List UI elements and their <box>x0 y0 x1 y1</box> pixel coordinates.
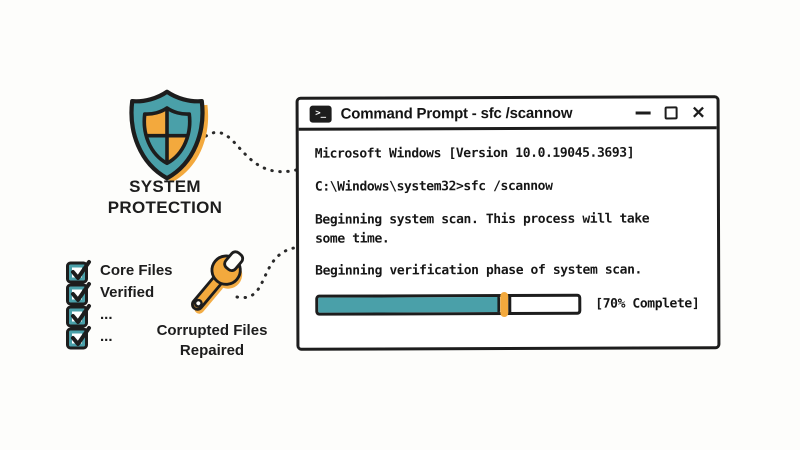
shield-label: SYSTEM PROTECTION <box>85 176 245 218</box>
command-prompt-icon: >_ <box>309 105 332 123</box>
terminal-prompt-line: C:\Windows\system32>sfc /scannow <box>314 178 553 195</box>
wrench-label: Corrupted Files Repaired <box>137 321 287 361</box>
progress-bar <box>315 291 582 318</box>
wrench-label-line2: Repaired <box>179 342 245 359</box>
minimize-button[interactable] <box>635 111 651 115</box>
close-button[interactable]: ✕ <box>691 102 706 122</box>
shield-icon <box>129 89 209 182</box>
checkbox-checked-icon[interactable] <box>66 281 91 305</box>
shield-label-line1: SYSTEM <box>129 177 201 196</box>
terminal-scan-notice: Beginning system scan. This process will… <box>314 211 650 247</box>
terminal-output: Microsoft Windows [Version 10.0.19045.36… <box>299 129 718 318</box>
maximize-button[interactable] <box>664 105 678 119</box>
checklist-item-label: ... <box>100 306 113 323</box>
wrench-label-line1: Corrupted Files <box>156 322 268 339</box>
titlebar: >_ Command Prompt - sfc /scannow ✕ <box>298 98 717 131</box>
checkbox-checked-icon[interactable] <box>66 259 91 283</box>
window-controls: ✕ <box>635 102 706 122</box>
minimize-icon <box>635 111 651 115</box>
progress-cap-edge <box>508 296 512 312</box>
progress-fill <box>318 297 501 313</box>
checklist-row-ellipsis-1: ... <box>66 303 173 327</box>
terminal-verification-line: Beginning verification phase of system s… <box>315 262 642 279</box>
terminal-version-line: Microsoft Windows [Version 10.0.19045.36… <box>314 145 635 162</box>
progress-label: [70% Complete] <box>595 296 700 312</box>
command-prompt-window: >_ Command Prompt - sfc /scannow ✕ Micro… <box>295 95 721 351</box>
checkbox-checked-icon[interactable] <box>66 303 91 327</box>
checkbox-checked-icon[interactable] <box>66 325 91 349</box>
checklist-row-core-files: Core Files <box>66 259 173 283</box>
checklist-row-verified: Verified <box>66 281 173 305</box>
checklist-row-ellipsis-2: ... <box>66 325 173 349</box>
checklist-item-label: ... <box>100 328 113 345</box>
wrench-icon <box>191 250 245 314</box>
checklist: Core Files Verified ... ... <box>66 259 173 349</box>
progress-cap <box>500 291 509 318</box>
progress-row: [70% Complete] <box>315 291 701 318</box>
shield-label-line2: PROTECTION <box>107 198 223 217</box>
checklist-item-label: Verified <box>100 284 155 301</box>
maximize-icon <box>664 105 678 119</box>
shield-connector-line <box>204 130 302 173</box>
checklist-item-label: Core Files <box>100 262 173 279</box>
window-title: Command Prompt - sfc /scannow <box>340 104 573 123</box>
